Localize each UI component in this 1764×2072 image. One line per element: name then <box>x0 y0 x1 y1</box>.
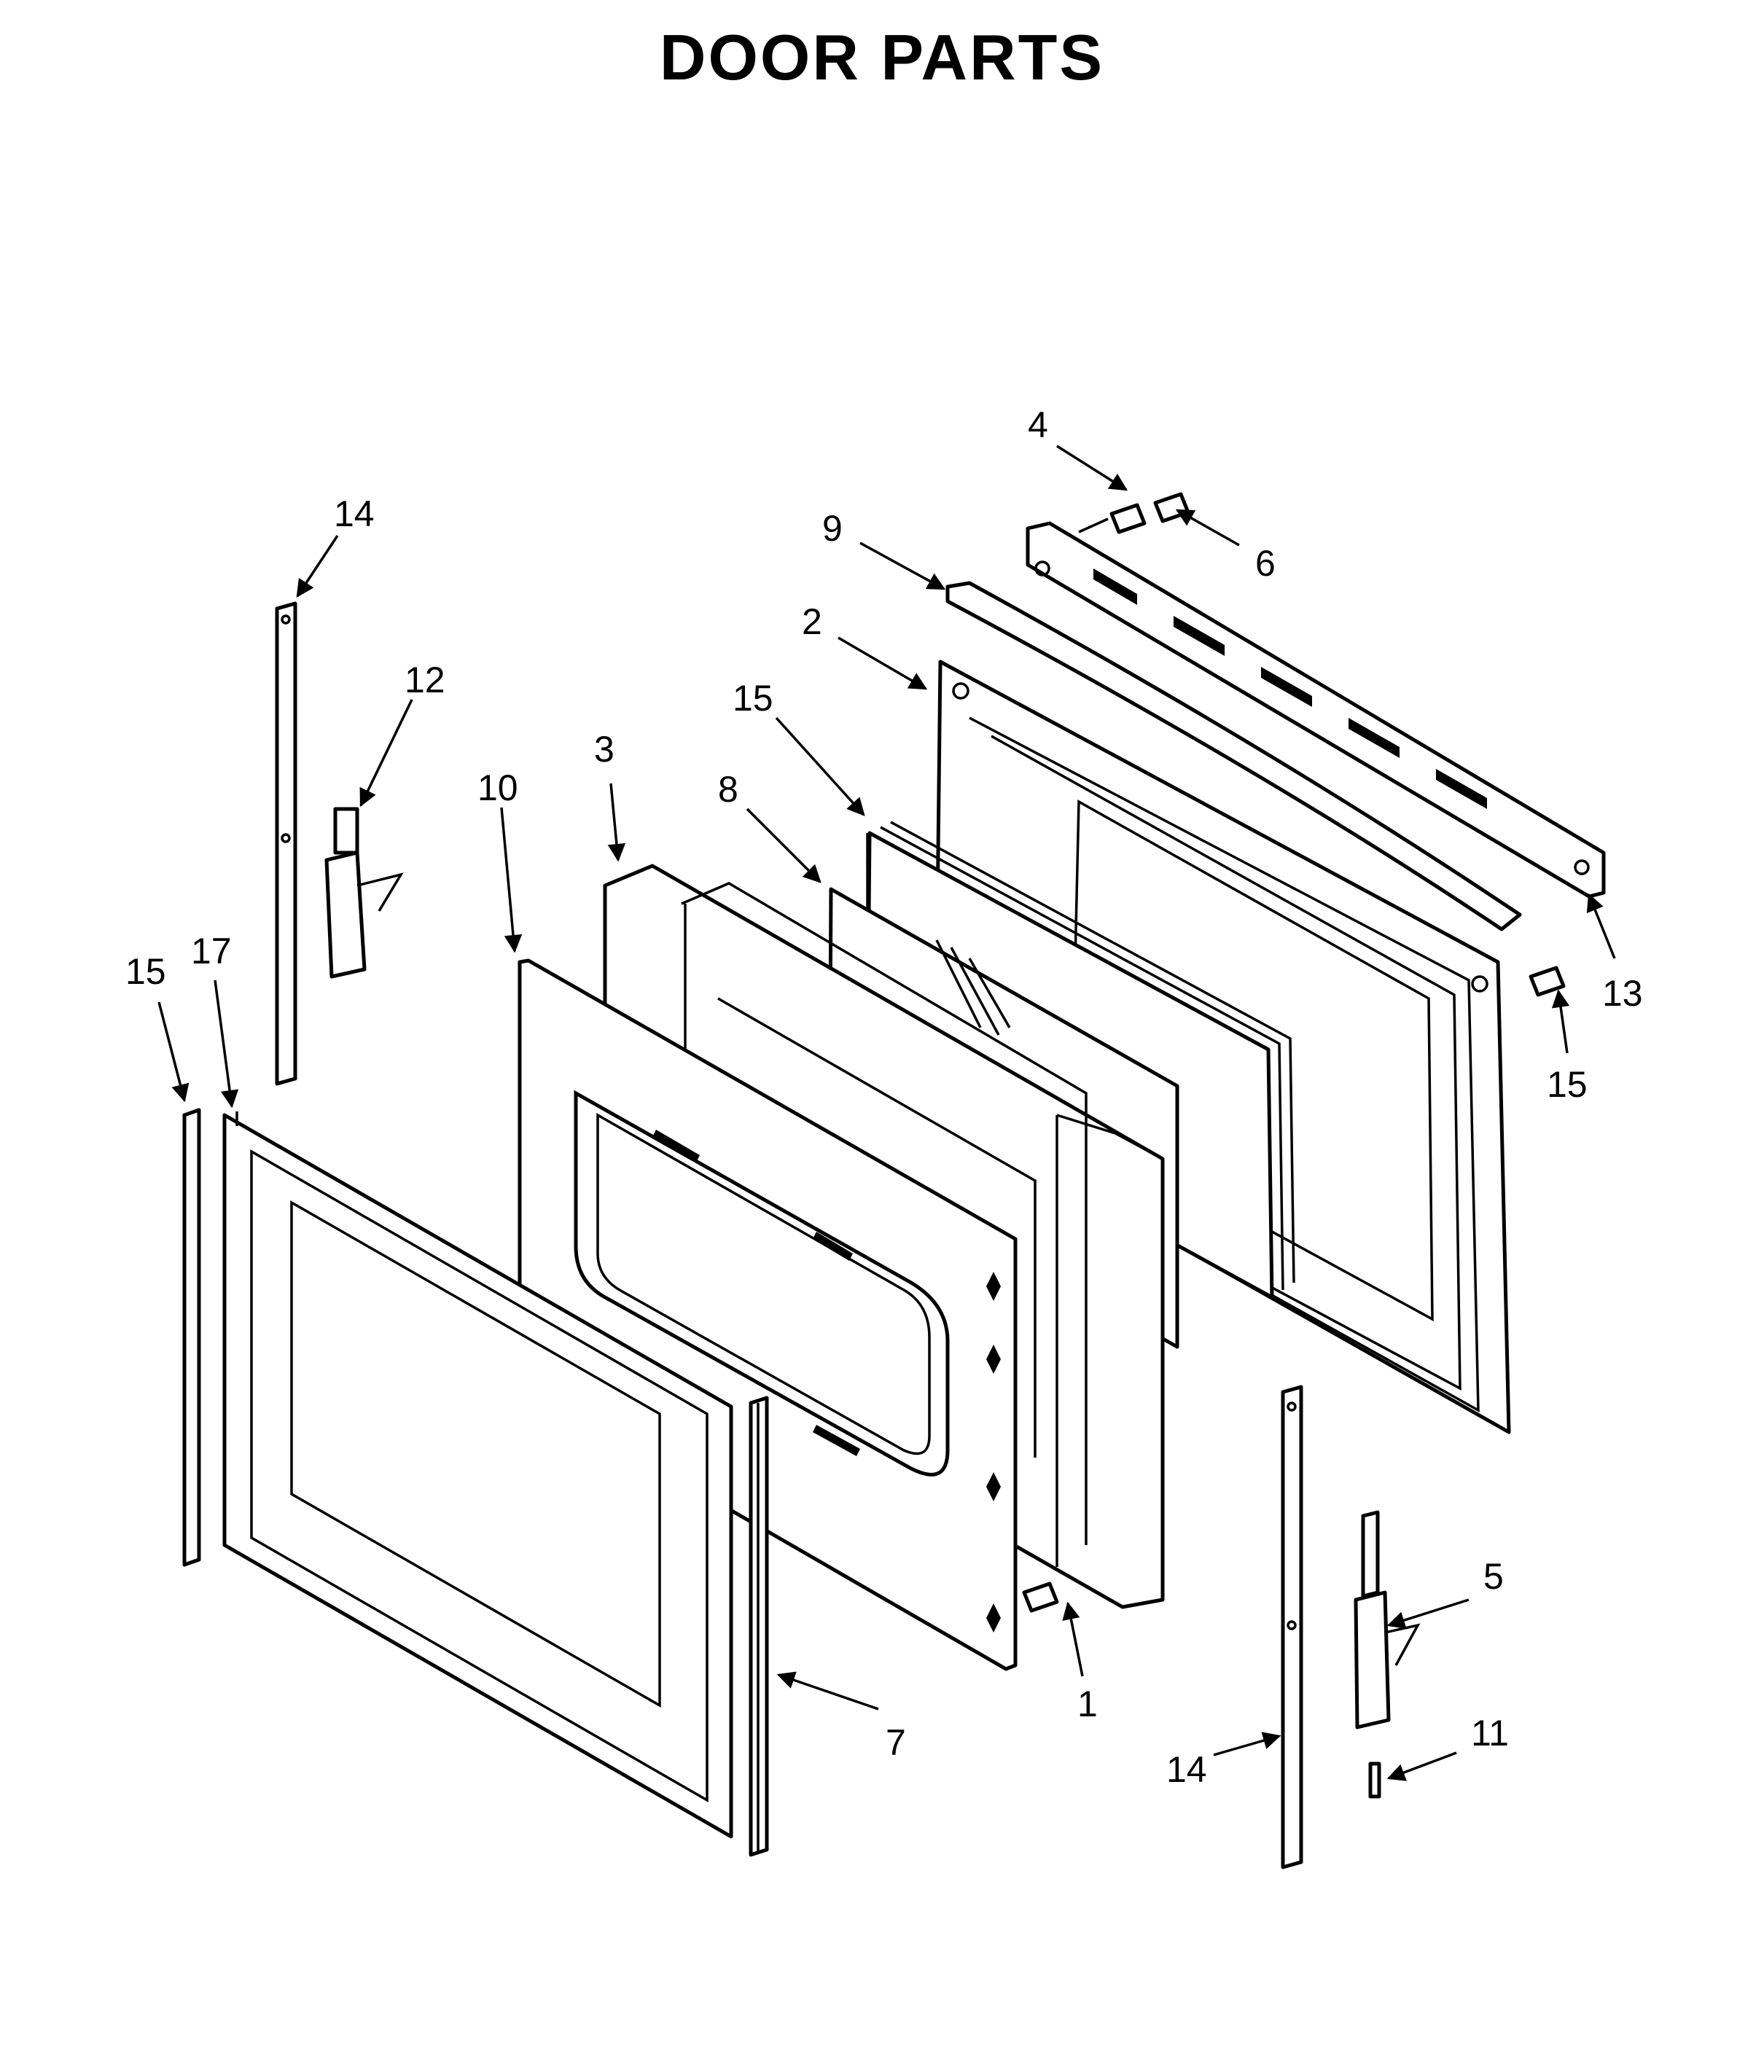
callout-9: 9 <box>822 508 843 549</box>
callout-2: 2 <box>802 601 822 642</box>
hinge-right <box>1281 1385 1303 1869</box>
screw-15-right <box>1529 966 1566 997</box>
leader-13 <box>1586 893 1616 959</box>
leader-11 <box>1386 1751 1457 1781</box>
callout-16: 15 <box>733 678 773 719</box>
callout-5: 5 <box>1483 1556 1504 1597</box>
leader-16 <box>775 716 865 816</box>
callout-6: 6 <box>1255 543 1276 584</box>
callout-14-right: 14 <box>1166 1749 1207 1790</box>
hinge-left <box>275 601 297 1086</box>
vent-baffle <box>945 581 1522 931</box>
hinge-receiver-right <box>1354 1510 1421 1729</box>
callout-12: 12 <box>405 660 445 700</box>
hinge-receiver-left <box>324 807 404 979</box>
screw-4 <box>1078 503 1147 534</box>
leader-2 <box>838 636 928 690</box>
screw-1 <box>1022 1582 1059 1613</box>
outer-door-panel <box>222 1111 733 1839</box>
leader-4 <box>1056 445 1128 491</box>
left-door-trim <box>182 1108 201 1567</box>
callout-14-left: 14 <box>334 493 375 534</box>
leader-15a <box>157 1001 190 1103</box>
leader-6 <box>1175 509 1240 547</box>
screw-11 <box>1368 1762 1381 1799</box>
leader-14b <box>1213 1732 1281 1756</box>
callout-13: 13 <box>1602 973 1643 1014</box>
leader-8 <box>746 808 821 883</box>
leader-14a <box>296 535 339 598</box>
leader-3 <box>607 783 626 862</box>
leader-10 <box>500 807 523 953</box>
door-trim <box>749 1396 769 1857</box>
diagram-title: DOOR PARTS <box>659 21 1105 93</box>
leader-1 <box>1062 1601 1084 1677</box>
leader-5 <box>1386 1598 1470 1629</box>
callout-8: 8 <box>718 769 738 810</box>
screw-6 <box>1153 492 1190 523</box>
leader-7 <box>776 1671 879 1711</box>
callout-15-left: 15 <box>125 951 166 992</box>
callout-3: 3 <box>594 729 614 770</box>
vent-trim <box>1026 521 1606 899</box>
callout-11: 11 <box>1471 1713 1509 1754</box>
callout-4: 4 <box>1028 404 1048 445</box>
callout-7: 7 <box>886 1722 906 1763</box>
leader-15b <box>1551 989 1570 1054</box>
callout-15-right: 15 <box>1547 1064 1588 1105</box>
callout-1: 1 <box>1077 1684 1098 1724</box>
callout-10: 10 <box>477 767 518 808</box>
leader-9 <box>859 542 946 590</box>
callout-17: 17 <box>191 931 232 972</box>
leader-17 <box>214 980 239 1109</box>
leader-12 <box>359 699 413 808</box>
